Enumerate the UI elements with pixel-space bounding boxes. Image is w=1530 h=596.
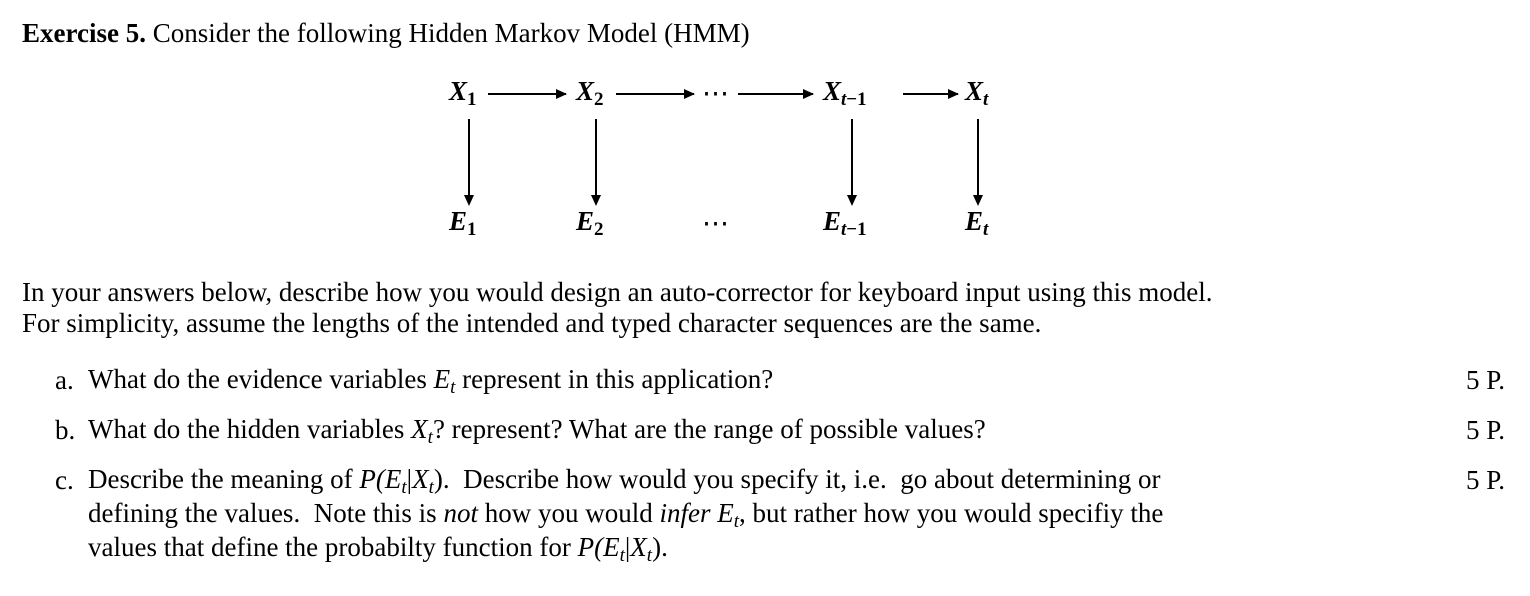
node-e1: E1	[449, 206, 477, 240]
question-c-line-1: Describe the meaning of P(Et|Xt). Descri…	[88, 464, 1161, 498]
math-expr-p-et-given-xt-2: P(Et|Xt)	[577, 532, 662, 566]
intro-line-1: In your answers below, describe how you …	[22, 277, 1213, 307]
question-c-line-2: defining the values. Note this is not ho…	[88, 498, 1164, 532]
emission-arrow-xt-et	[973, 119, 983, 206]
question-body-a: What do the evidence variables Et repres…	[88, 364, 1435, 398]
emission-arrow-x2-e2	[591, 119, 601, 206]
question-item-c: c. Describe the meaning of P(Et|Xt). Des…	[0, 464, 1530, 566]
emphasis-infer: infer	[659, 498, 711, 528]
question-body-b: What do the hidden variables Xt? represe…	[88, 414, 1435, 448]
ellipsis-bottom-icon: ⋯	[702, 208, 732, 238]
points-badge-b: 5 P.	[1465, 415, 1505, 445]
question-item-b: b. What do the hidden variables Xt? repr…	[0, 414, 1530, 448]
question-c-line-3: values that define the probabilty functi…	[88, 532, 668, 566]
exercise-prompt: Consider the following Hidden Markov Mod…	[152, 18, 750, 48]
hmm-chain-diagram: X1 X2 ⋯ Xt−1 Xt E1 E2 ⋯ Et−1 Et	[420, 62, 1040, 247]
node-xt: Xt	[965, 76, 989, 110]
exercise-prompt-spacer	[146, 18, 153, 48]
question-marker-b: b.	[55, 415, 76, 445]
math-var-xt: Xt	[411, 414, 433, 448]
ellipsis-top-icon: ⋯	[702, 78, 732, 108]
transition-arrow-x1-x2	[488, 89, 567, 99]
math-expr-p-et-given-xt-1: P(Et|Xt)	[359, 464, 443, 498]
node-e2: E2	[576, 206, 604, 240]
exercise-label: Exercise 5.	[22, 18, 146, 48]
intro-paragraph: In your answers below, describe how you …	[22, 277, 1432, 339]
node-et: Et	[965, 206, 989, 240]
transition-arrow-dots-xt-1	[738, 89, 814, 99]
node-et-1: Et−1	[823, 206, 867, 240]
math-var-et-2: Et	[717, 498, 739, 532]
node-x1: X1	[449, 76, 477, 110]
question-item-a: a. What do the evidence variables Et rep…	[0, 364, 1530, 398]
points-badge-a: 5 P.	[1465, 365, 1505, 395]
question-body-c: Describe the meaning of P(Et|Xt). Descri…	[88, 464, 1435, 566]
emission-arrow-xt-1-et-1	[847, 119, 857, 206]
emission-arrow-x1-e1	[464, 119, 474, 206]
exercise-heading: Exercise 5. Consider the following Hidde…	[22, 16, 750, 50]
question-marker-c: c.	[55, 465, 74, 495]
question-b-line-1: What do the hidden variables Xt? represe…	[88, 414, 986, 448]
transition-arrow-x2-dots	[616, 89, 695, 99]
question-a-line-1: What do the evidence variables Et repres…	[88, 364, 774, 398]
node-xt-1: Xt−1	[823, 76, 867, 110]
math-var-et: Et	[433, 364, 456, 398]
transition-arrow-xt-1-xt	[903, 89, 959, 99]
question-marker-a: a.	[55, 365, 74, 395]
node-x2: X2	[576, 76, 604, 110]
intro-line-2: For simplicity, assume the lengths of th…	[22, 308, 1042, 338]
emphasis-not: not	[443, 498, 478, 528]
question-list: a. What do the evidence variables Et rep…	[0, 364, 1530, 582]
points-badge-c: 5 P.	[1465, 465, 1505, 495]
